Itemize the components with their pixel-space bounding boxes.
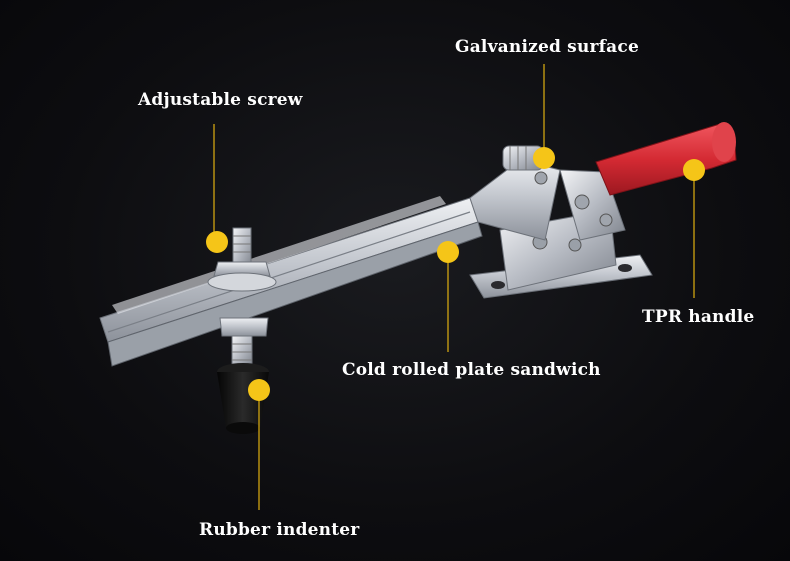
tpr-handle xyxy=(595,122,737,196)
callout-rubber-indenter: Rubber indenter xyxy=(199,520,360,540)
callout-galvanized-surface: Galvanized surface xyxy=(455,37,639,57)
marker-tpr-handle xyxy=(683,159,705,181)
marker-galvanized-surface xyxy=(533,147,555,169)
marker-rubber-indenter xyxy=(248,379,270,401)
callout-adjustable-screw: Adjustable screw xyxy=(138,90,303,110)
callout-leaders xyxy=(213,64,695,510)
marker-adjustable-screw xyxy=(206,231,228,253)
marker-cold-rolled xyxy=(437,241,459,263)
callout-cold-rolled-plate: Cold rolled plate sandwich xyxy=(342,360,601,380)
clamp-arm xyxy=(99,196,483,367)
callout-markers xyxy=(206,147,705,401)
adjustable-screw xyxy=(207,227,277,367)
callout-tpr-handle: TPR handle xyxy=(642,307,755,327)
